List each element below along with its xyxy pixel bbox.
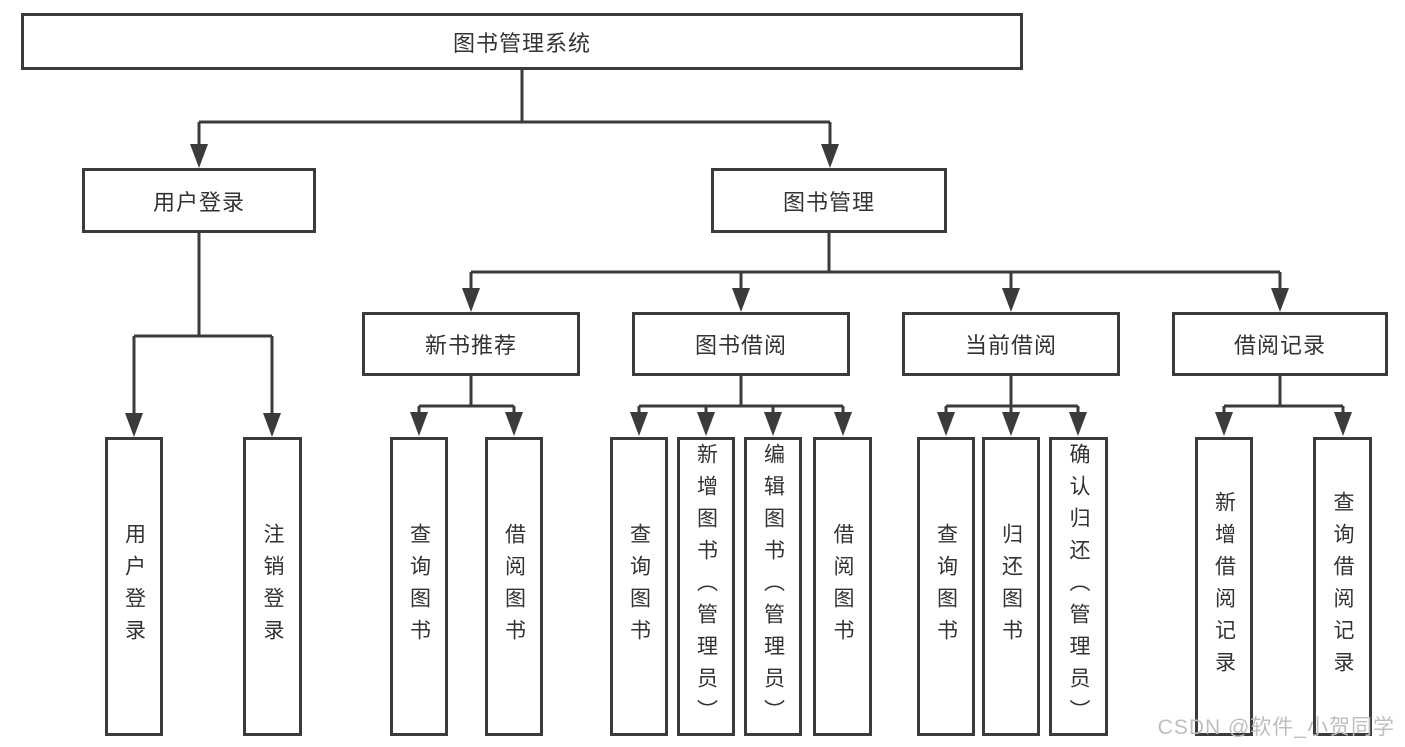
csdn-watermark: CSDN @软件_小贺同学 <box>1157 716 1395 739</box>
leaf-newbook-query-books: 查询图书 <box>390 437 448 736</box>
node-current-borrowing: 当前借阅 <box>902 312 1120 376</box>
leaf-newbook-borrow-books: 借阅图书 <box>485 437 543 736</box>
leaf-current-query-books-label: 查询图书 <box>934 522 958 651</box>
leaf-user-login: 用户登录 <box>105 437 163 736</box>
leaf-borrowing-edit-books-admin: 编辑图书（管理员） <box>744 437 802 736</box>
connector-root-to-level2 <box>190 69 839 168</box>
connector-borrowing-records-children <box>1215 375 1352 436</box>
connector-book-borrowing-children <box>630 375 852 436</box>
leaf-current-confirm-return-admin: 确认归还（管理员） <box>1049 437 1108 736</box>
leaf-borrowing-query-books: 查询图书 <box>610 437 668 736</box>
node-book-borrowing: 图书借阅 <box>632 312 850 376</box>
leaf-current-return-books-label: 归还图书 <box>999 522 1023 651</box>
connector-current-borrowing-children <box>937 375 1087 436</box>
node-root-system: 图书管理系统 <box>21 13 1023 70</box>
leaf-borrowing-edit-books-admin-label: 编辑图书（管理员） <box>761 442 785 731</box>
connector-user-login-children <box>125 232 281 437</box>
leaf-borrowing-add-books-admin: 新增图书（管理员） <box>677 437 735 736</box>
leaf-logout: 注销登录 <box>243 437 302 736</box>
node-user-login: 用户登录 <box>82 168 316 233</box>
leaf-records-add-record: 新增借阅记录 <box>1195 437 1253 736</box>
connector-new-book-children <box>410 375 523 436</box>
leaf-logout-label: 注销登录 <box>261 522 284 651</box>
leaf-current-return-books: 归还图书 <box>982 437 1040 736</box>
leaf-current-confirm-return-admin-label: 确认归还（管理员） <box>1067 442 1090 731</box>
node-new-book-recommend: 新书推荐 <box>362 312 580 376</box>
leaf-records-add-record-label: 新增借阅记录 <box>1212 490 1236 683</box>
leaf-records-query-record: 查询借阅记录 <box>1313 437 1372 736</box>
leaf-newbook-query-books-label: 查询图书 <box>407 522 431 651</box>
node-book-management: 图书管理 <box>711 168 947 233</box>
leaf-borrowing-query-books-label: 查询图书 <box>627 522 651 651</box>
leaf-current-query-books: 查询图书 <box>917 437 975 736</box>
leaf-user-login-label: 用户登录 <box>122 522 146 651</box>
leaf-borrowing-borrow-books: 借阅图书 <box>813 437 872 736</box>
connector-book-management-children <box>462 233 1289 312</box>
leaf-borrowing-borrow-books-label: 借阅图书 <box>831 522 854 651</box>
leaf-records-query-record-label: 查询借阅记录 <box>1331 490 1354 683</box>
leaf-newbook-borrow-books-label: 借阅图书 <box>502 522 526 651</box>
node-borrowing-records: 借阅记录 <box>1172 312 1388 376</box>
leaf-borrowing-add-books-admin-label: 新增图书（管理员） <box>694 442 718 731</box>
